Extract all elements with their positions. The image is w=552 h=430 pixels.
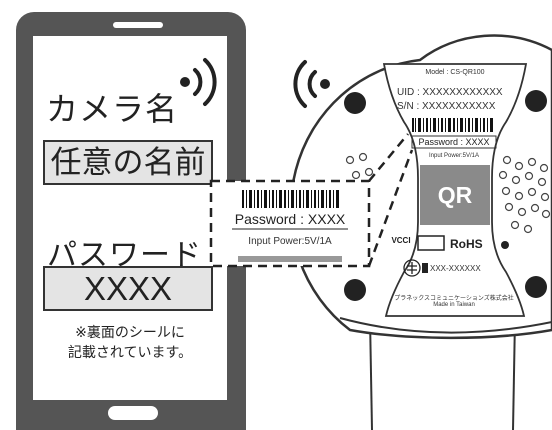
home-button <box>108 406 158 420</box>
certification-mark-icon <box>417 235 445 251</box>
phone-speaker <box>113 22 163 28</box>
screw-hole <box>525 276 547 298</box>
zoom-connector <box>367 133 414 267</box>
made-in-label: Made in Taiwan <box>433 302 475 308</box>
password-field-small <box>411 135 497 149</box>
uid-label: UID : XXXXXXXXXXXX <box>397 87 503 98</box>
microphone-hole <box>501 241 509 249</box>
screw-hole <box>344 92 366 114</box>
phone-screen <box>33 36 227 400</box>
note-line-1: ※裏面のシールに <box>75 324 185 340</box>
zoom-gray-bar <box>238 256 342 262</box>
camera-name-label: カメラ名 <box>46 91 179 127</box>
zoom-callout-box <box>209 179 371 268</box>
barcode-icon <box>242 190 339 208</box>
maker-label: プラネックスコミュニケーションズ株式会社 <box>394 296 514 302</box>
cert-code-label: XXX-XXXXXX <box>430 264 481 273</box>
zoom-input-power-label: Input Power:5V/1A <box>248 236 332 247</box>
wifi-signal-icon <box>180 58 217 106</box>
rohs-label: RoHS <box>450 237 483 251</box>
screw-hole <box>525 90 547 112</box>
barcode-icon <box>412 118 493 132</box>
note-line-2: 記載されています。 <box>67 344 193 360</box>
vcci-label: VCCI <box>391 236 411 245</box>
screw-hole <box>344 279 366 301</box>
zoom-password-label: Password : XXXX <box>234 211 346 227</box>
serial-number-label: S/N : XXXXXXXXXXX <box>397 101 496 112</box>
qr-code-icon <box>420 165 490 225</box>
camera-mount <box>369 317 516 430</box>
tech-mark-square <box>422 263 428 273</box>
input-power-label-small: Input Power:5V/1A <box>428 153 480 159</box>
camera-base-ring <box>339 317 552 334</box>
password-field: XXXX <box>43 266 213 311</box>
password-label-small: Password : XXXX <box>418 137 490 147</box>
speaker-grille-left <box>345 152 374 180</box>
camera-name-field: 任意の名前 <box>43 140 213 185</box>
model-label: Model : CS-QR100 <box>425 69 485 76</box>
speaker-grille <box>498 155 551 234</box>
wifi-receive-icon <box>293 60 330 108</box>
tech-mark-icon <box>403 259 421 277</box>
qr-label: QR <box>437 182 473 208</box>
